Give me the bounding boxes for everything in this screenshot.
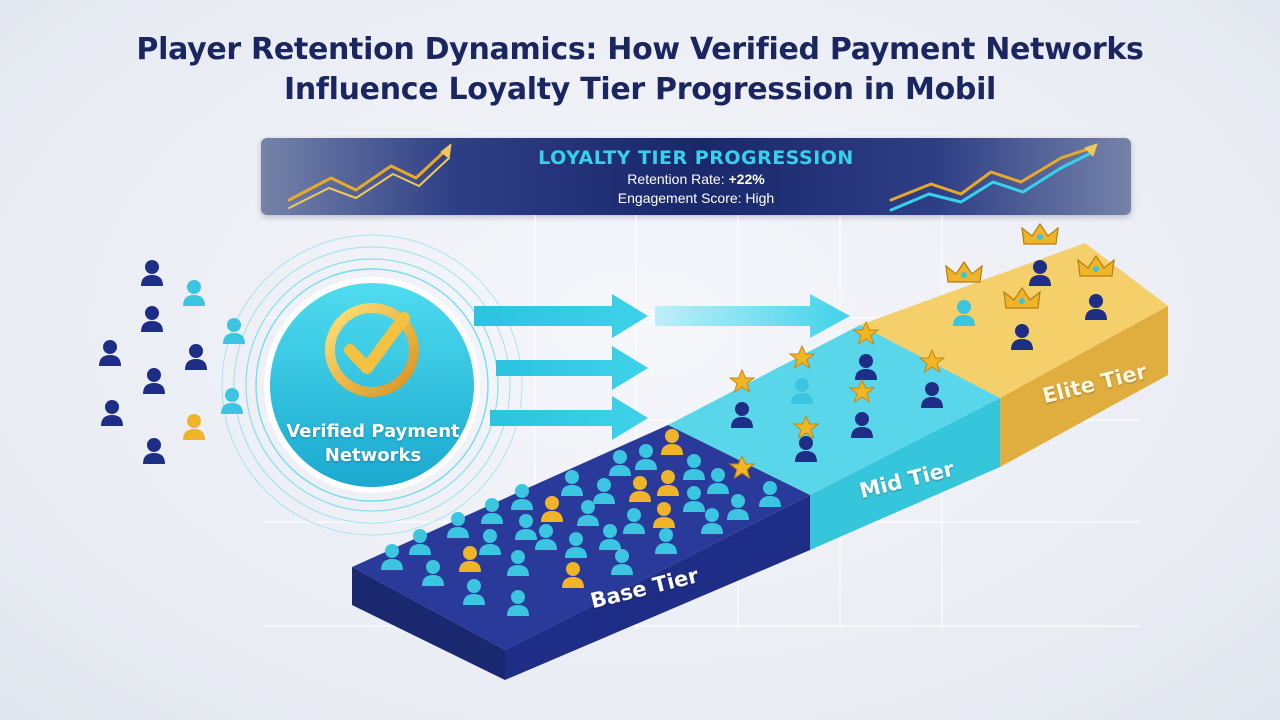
engagement-value: High: [745, 190, 775, 206]
verified-payment-hub: [264, 277, 480, 493]
title-line-2: Influence Loyalty Tier Progression in Mo…: [283, 72, 997, 107]
arrow-right-icon: [474, 294, 648, 338]
check-badge-icon: [325, 303, 419, 397]
arrow-right-icon: [496, 346, 648, 390]
arrow-right-icon: [490, 396, 648, 440]
trend-arrow-icon: [889, 143, 1098, 212]
retention-value: +22%: [728, 171, 765, 187]
person-icon: [141, 306, 163, 332]
trend-arrows: [287, 143, 1098, 212]
engagement-score: Engagement Score: High: [261, 189, 1131, 208]
banner-heading: LOYALTY TIER PROGRESSION: [538, 147, 854, 169]
person-icon: [183, 280, 205, 306]
hub-label-line-1: Verified Payment: [286, 421, 460, 442]
retention-rate: Retention Rate: +22%: [261, 170, 1131, 189]
crown-icon: [945, 261, 983, 283]
diagram-title: Player Retention Dynamics: How Verified …: [0, 30, 1280, 110]
person-icon: [183, 414, 205, 440]
person-icon: [143, 438, 165, 464]
person-icon: [223, 318, 245, 344]
crown-icon: [1021, 223, 1059, 245]
person-icon: [99, 340, 121, 366]
title-line-1: Player Retention Dynamics: How Verified …: [136, 32, 1144, 67]
loyalty-banner: LOYALTY TIER PROGRESSION Retention Rate:…: [261, 138, 1131, 215]
mid-tier-block: [668, 325, 1000, 550]
incoming-players: [99, 260, 245, 464]
person-icon: [185, 344, 207, 370]
hub-rings: [221, 234, 523, 536]
person-icon: [143, 368, 165, 394]
person-icon: [101, 400, 123, 426]
engagement-label: Engagement Score:: [617, 190, 742, 206]
person-icon: [221, 388, 243, 414]
flow-arrows: [474, 294, 850, 440]
arrow-right-icon: [655, 294, 850, 338]
person-icon: [141, 260, 163, 286]
trend-arrow-icon: [287, 143, 452, 209]
retention-label: Retention Rate:: [627, 171, 725, 187]
hub-label: Verified Payment Networks: [268, 420, 478, 468]
hub-label-line-2: Networks: [324, 445, 422, 466]
